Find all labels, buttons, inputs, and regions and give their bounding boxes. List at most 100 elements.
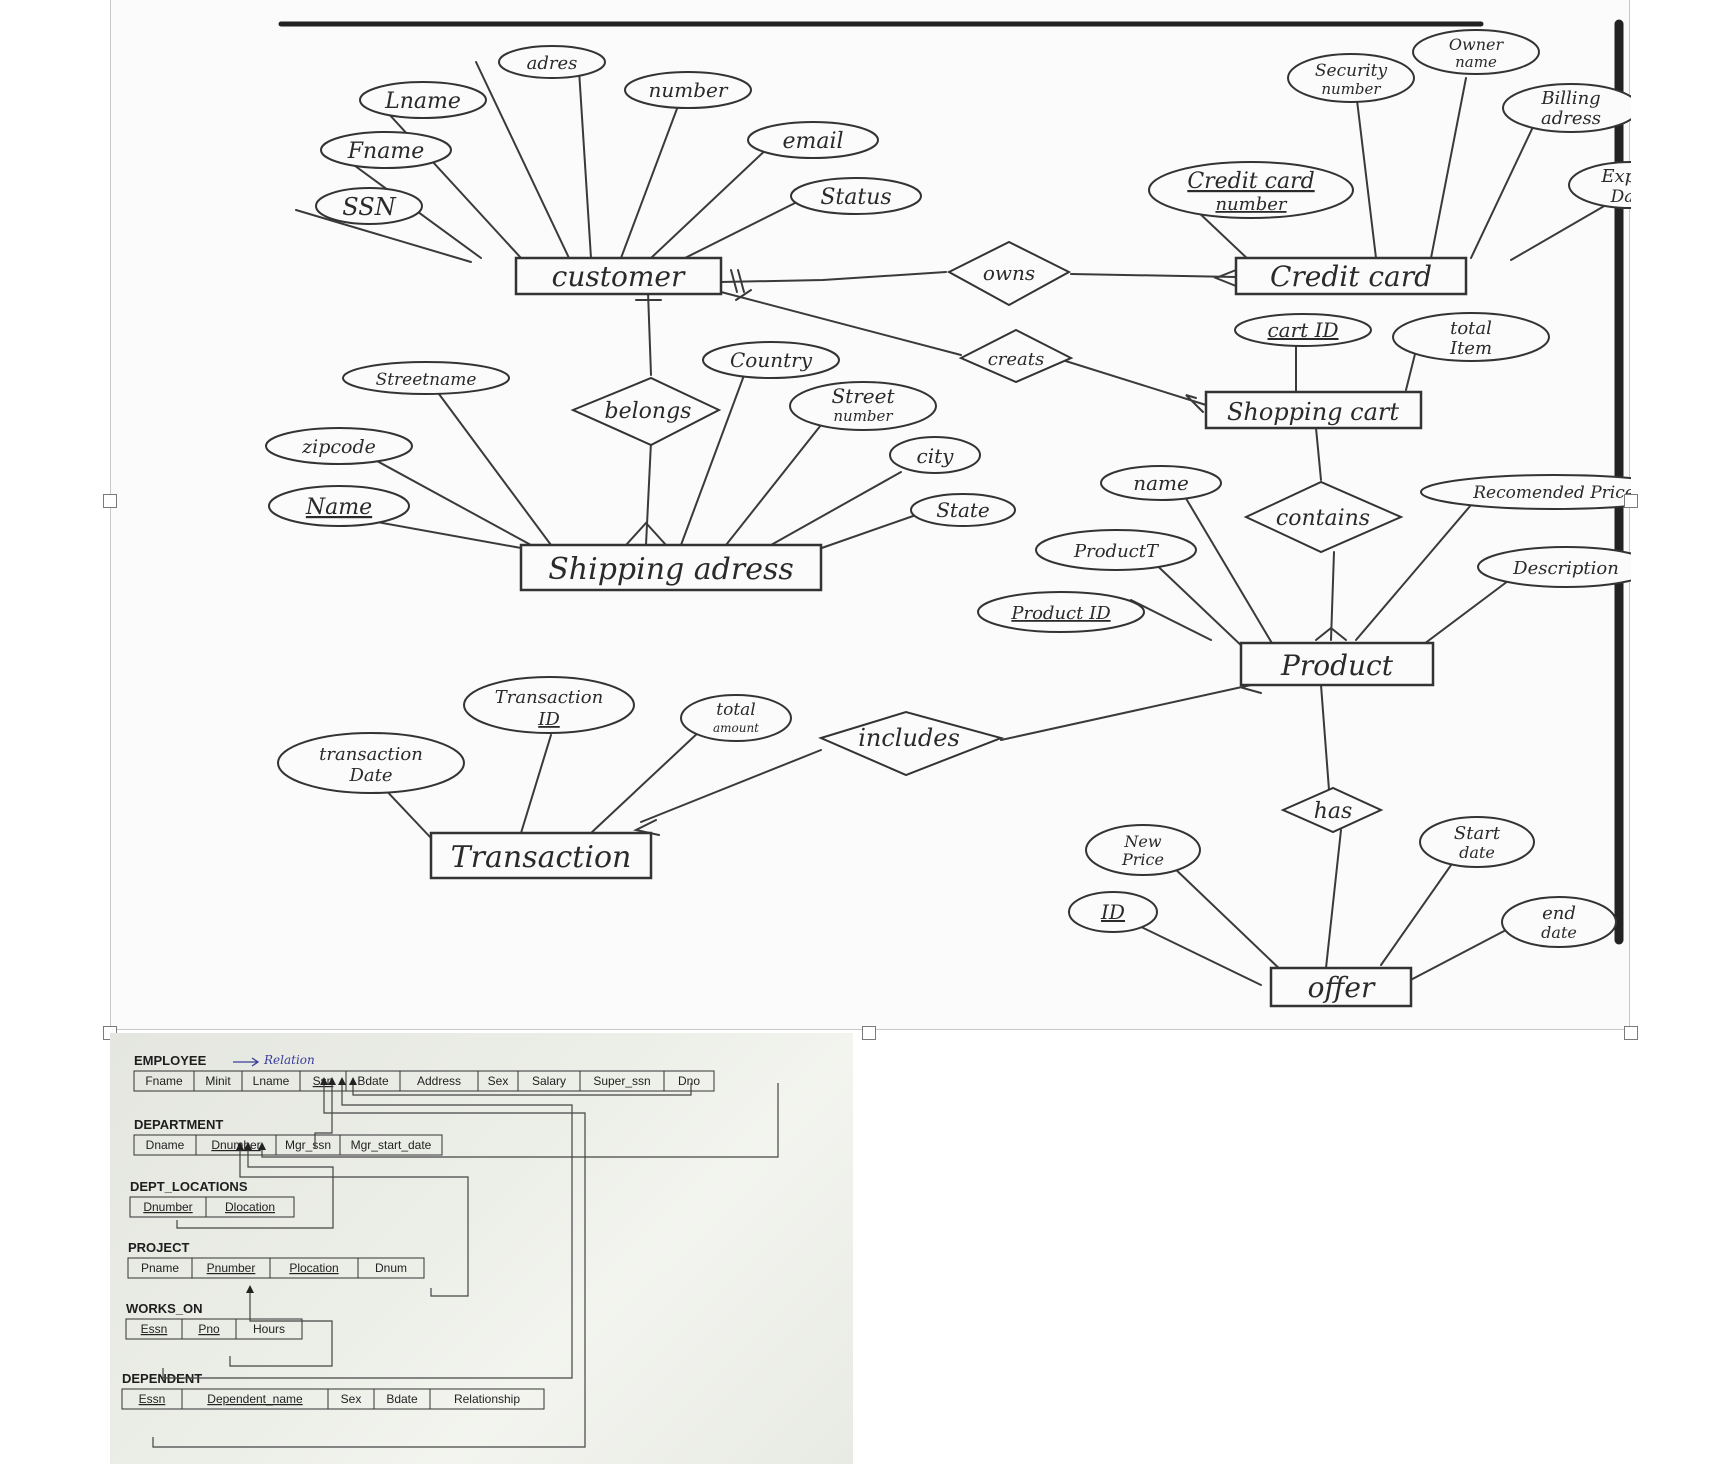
column-department-dname: Dname [146, 1138, 185, 1152]
attr-transaction-id-label-2: ID [537, 709, 560, 730]
attr-street-number [789, 381, 937, 431]
attr-streetname-label: Streetname [376, 370, 477, 390]
attr-product-t [1035, 529, 1197, 571]
attr-city-label: city [917, 444, 955, 468]
attr-transaction-date [277, 732, 465, 794]
attr-total-item [1392, 312, 1550, 362]
relationship-belongs [570, 376, 722, 447]
entity-customer-label: customer [552, 260, 686, 293]
column-project-pname: Pname [141, 1261, 179, 1275]
attr-lname-label: Lname [384, 89, 461, 114]
relation-annotation: Relation [263, 1053, 315, 1067]
attr-streetname [342, 361, 510, 395]
column-department-mgr-ssn: Mgr_ssn [285, 1138, 331, 1152]
attr-product-id-label: Product ID [1010, 603, 1111, 624]
column-department-dnumber: Dnumber [211, 1138, 260, 1152]
attr-cart-id [1234, 313, 1372, 347]
resize-handle-right[interactable] [1624, 494, 1638, 508]
relationship-owns-label: owns [983, 261, 1035, 285]
relational-schema-image: EMPLOYEEFnameMinitLnameSsnBdateAddressSe… [110, 1033, 853, 1464]
entity-transaction [429, 831, 653, 880]
table-cell-dependent-relationship [429, 1388, 545, 1410]
attr-expiry-date [1568, 161, 1631, 209]
table-title-project: PROJECT [128, 1240, 189, 1255]
attr-lname [359, 81, 487, 119]
column-dependent-dependent-name: Dependent_name [207, 1392, 303, 1406]
attr-country-label: Country [730, 348, 813, 372]
attr-product-t-label: ProductT [1073, 541, 1160, 562]
resize-handle-bottom[interactable] [862, 1026, 876, 1040]
attr-total-item-label-1: total [1450, 318, 1492, 339]
column-dependent-relationship: Relationship [454, 1392, 520, 1406]
attr-city [889, 436, 981, 474]
column-project-dnum: Dnum [375, 1261, 407, 1275]
attr-state-label: State [936, 498, 990, 522]
table-title-employee: EMPLOYEE [134, 1053, 207, 1068]
entity-product-label: Product [1280, 649, 1394, 682]
relationship-includes-label: includes [858, 724, 960, 752]
column-project-pnumber: Pnumber [207, 1261, 256, 1275]
column-department-mgr-start-date: Mgr_start_date [351, 1138, 432, 1152]
entity-customer [514, 256, 723, 296]
attr-start-date-label-1: Start [1454, 823, 1501, 844]
attr-credit-card-number-label-2: number [1215, 194, 1287, 215]
attr-ssn [315, 187, 423, 225]
attr-name-product-label: name [1133, 471, 1189, 495]
relationship-creats-label: creats [988, 349, 1045, 370]
attr-email-label: email [782, 129, 843, 154]
column-employee-sex: Sex [488, 1074, 509, 1088]
attr-name-ship [268, 485, 410, 527]
table-title-department: DEPARTMENT [134, 1117, 223, 1132]
attr-status-label: Status [820, 185, 891, 210]
attr-credit-card-number-label-1: Credit card [1187, 169, 1314, 194]
foreign-key-lines [152, 1083, 779, 1448]
er-diagram: customer Credit card Shopping cart Shipp… [265, 19, 1631, 1008]
attr-transaction-date-label-1: transaction [319, 744, 423, 765]
attr-transaction-id-label-1: Transaction [495, 687, 603, 708]
attr-status [790, 177, 922, 215]
attr-start-date-label-2: date [1459, 843, 1495, 862]
foreign-key-arrowheads [236, 1077, 357, 1293]
entity-credit-card [1234, 256, 1468, 296]
attr-recommended-price-label: Recomended Price [1472, 483, 1631, 503]
attr-new-price-label-1: New [1123, 832, 1161, 851]
table-cell-employee-dno [663, 1070, 715, 1092]
entity-shipping-address [519, 543, 823, 592]
attr-adres [498, 45, 606, 79]
column-employee-fname: Fname [145, 1074, 183, 1088]
attr-credit-card-number [1148, 161, 1354, 219]
column-dependent-sex: Sex [341, 1392, 362, 1406]
relationship-has [1280, 786, 1384, 834]
column-employee-lname: Lname [253, 1074, 290, 1088]
resize-handle-bottom-right[interactable] [1624, 1026, 1638, 1040]
er-entities [429, 256, 1468, 1008]
column-dept-locations-dnumber: Dnumber [143, 1200, 192, 1214]
attr-zipcode [265, 427, 413, 465]
table-cell-works-on-hours [235, 1318, 303, 1340]
attr-fname-label: Fname [347, 139, 424, 164]
attr-fname [320, 131, 452, 169]
table-title-works-on: WORKS_ON [126, 1301, 203, 1316]
relationship-contains-label: contains [1276, 506, 1370, 531]
entity-shipping-address-label: Shipping adress [548, 552, 794, 587]
attr-name-ship-label: Name [305, 495, 372, 520]
entity-shopping-cart [1204, 390, 1423, 430]
attr-end-date-label-1: end [1542, 903, 1576, 924]
attr-description-label: Description [1512, 558, 1619, 579]
column-works-on-hours: Hours [253, 1322, 285, 1336]
attr-offer-id [1068, 891, 1158, 933]
table-cell-project-dnum [357, 1257, 425, 1279]
attr-transaction-id [463, 676, 635, 734]
attr-end-date [1501, 896, 1617, 948]
relational-schema: EMPLOYEEFnameMinitLnameSsnBdateAddressSe… [121, 1053, 779, 1448]
entity-credit-card-label: Credit card [1270, 260, 1432, 293]
column-works-on-pno: Pno [198, 1322, 220, 1336]
relationship-owns [946, 240, 1072, 307]
attr-number [624, 71, 752, 109]
attr-state [910, 493, 1016, 527]
attr-new-price [1085, 824, 1201, 876]
attr-total-amount-label-1: total [716, 700, 755, 720]
relationship-has-label: has [1314, 799, 1353, 824]
resize-handle-left[interactable] [103, 494, 117, 508]
entity-offer [1269, 966, 1413, 1008]
